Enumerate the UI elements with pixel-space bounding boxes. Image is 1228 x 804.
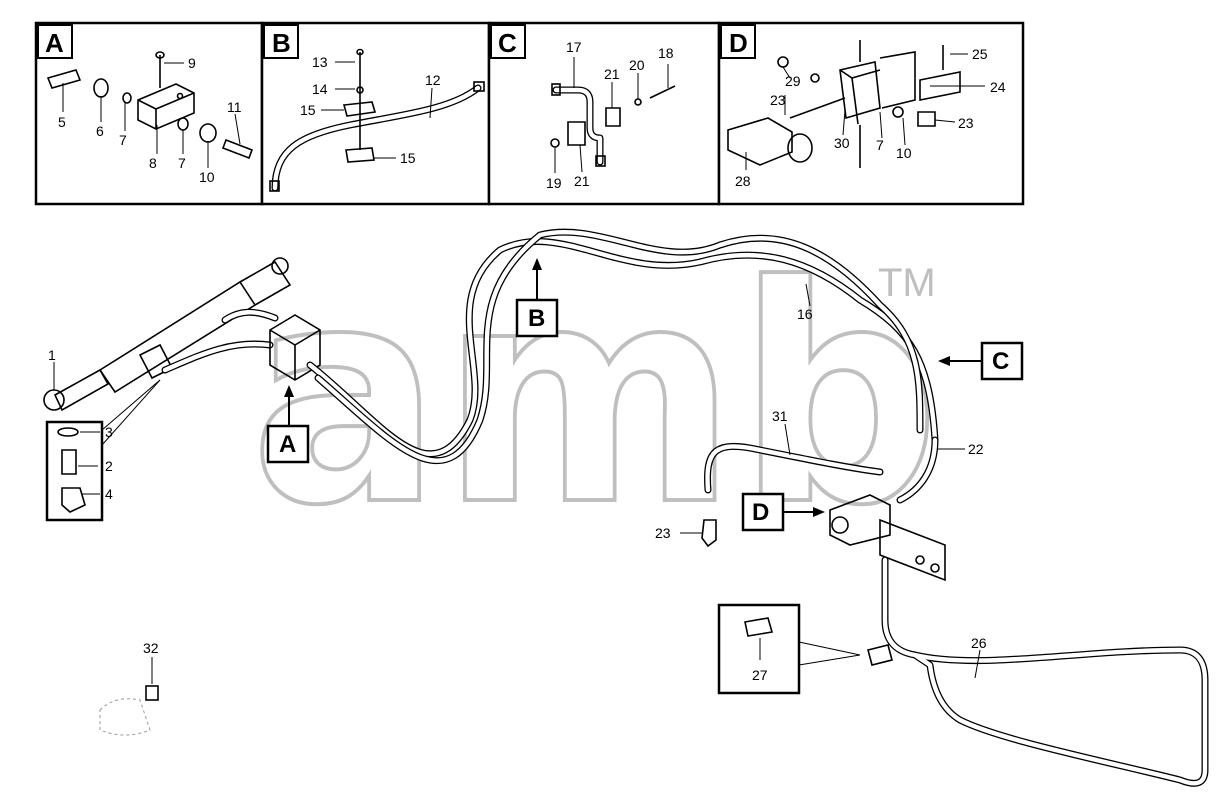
label-23b: 23 (958, 115, 974, 131)
detail-panel-a: A 5 6 7 8 7 10 9 11 (34, 21, 264, 206)
detail-b-drawing (269, 48, 485, 192)
label-7b: 7 (178, 155, 186, 171)
label-9: 9 (188, 55, 196, 71)
label-31: 31 (772, 408, 788, 424)
label-10: 10 (199, 169, 215, 185)
main-hoses (306, 228, 939, 504)
detail-panel-c: C 17 21 20 18 19 21 (487, 21, 721, 206)
detail-letter-b: B (272, 28, 291, 58)
label-1: 1 (48, 347, 56, 363)
label-26: 26 (971, 635, 987, 651)
cylinder-hoses (161, 308, 279, 374)
detail-b-leaders (321, 61, 433, 159)
label-24: 24 (990, 79, 1006, 95)
detail-letter-a: A (45, 28, 64, 58)
label-2: 2 (105, 458, 113, 474)
label-19: 19 (546, 175, 562, 191)
small-part-32 (99, 685, 159, 736)
watermark-tm: TM (878, 261, 936, 305)
callout-d: D (741, 492, 825, 532)
detail-d-drawing (727, 40, 961, 168)
label-15a: 15 (300, 102, 316, 118)
label-28: 28 (735, 173, 751, 189)
label-5: 5 (58, 114, 66, 130)
detail-panel-b: B 13 14 15 15 12 (260, 21, 491, 206)
label-15b: 15 (400, 150, 416, 166)
label-23: 23 (655, 525, 671, 541)
valve-block (269, 314, 321, 381)
label-8: 8 (149, 155, 157, 171)
callout-c: C (938, 341, 1024, 381)
tee-fitting (867, 644, 893, 666)
label-13: 13 (312, 54, 328, 70)
detail-a-drawing (46, 51, 254, 160)
label-20: 20 (629, 57, 645, 73)
label-10: 10 (896, 145, 912, 161)
elbow-fitting-23 (701, 519, 717, 548)
label-7: 7 (876, 137, 884, 153)
callout-letter-c: C (992, 348, 1009, 375)
detail-panel-d: D 29 23 25 (717, 21, 1025, 206)
label-22: 22 (968, 441, 984, 457)
label-12: 12 (425, 72, 441, 88)
label-14: 14 (312, 81, 328, 97)
label-7a: 7 (119, 132, 127, 148)
detail-c-leaders (554, 57, 669, 173)
main-assembly (43, 228, 1209, 787)
label-4: 4 (105, 486, 113, 502)
callout-b: B (515, 258, 559, 338)
label-21b: 21 (574, 173, 590, 189)
detail-letter-c: C (498, 28, 517, 58)
label-21a: 21 (604, 66, 620, 82)
callout-a: A (266, 385, 310, 464)
label-3: 3 (105, 424, 113, 440)
label-25: 25 (972, 46, 988, 62)
label-18: 18 (658, 45, 674, 61)
callout-letter-d: D (752, 499, 769, 526)
label-16: 16 (797, 306, 813, 322)
callout-letter-a: A (279, 431, 296, 458)
inset-seals (45, 379, 161, 522)
label-30: 30 (834, 135, 850, 151)
label-27: 27 (752, 667, 768, 683)
label-6: 6 (96, 123, 104, 139)
detail-a-leaders (62, 62, 241, 168)
label-17: 17 (566, 39, 582, 55)
label-23a: 23 (770, 92, 786, 108)
callout-letter-b: B (528, 305, 545, 332)
label-29: 29 (785, 73, 801, 89)
label-32: 32 (143, 640, 159, 656)
detail-d-leaders (745, 53, 985, 170)
valve-d-assembly (829, 494, 946, 582)
inset-fitting-27 (717, 603, 861, 695)
detail-letter-d: D (729, 28, 748, 58)
label-11: 11 (227, 99, 242, 115)
